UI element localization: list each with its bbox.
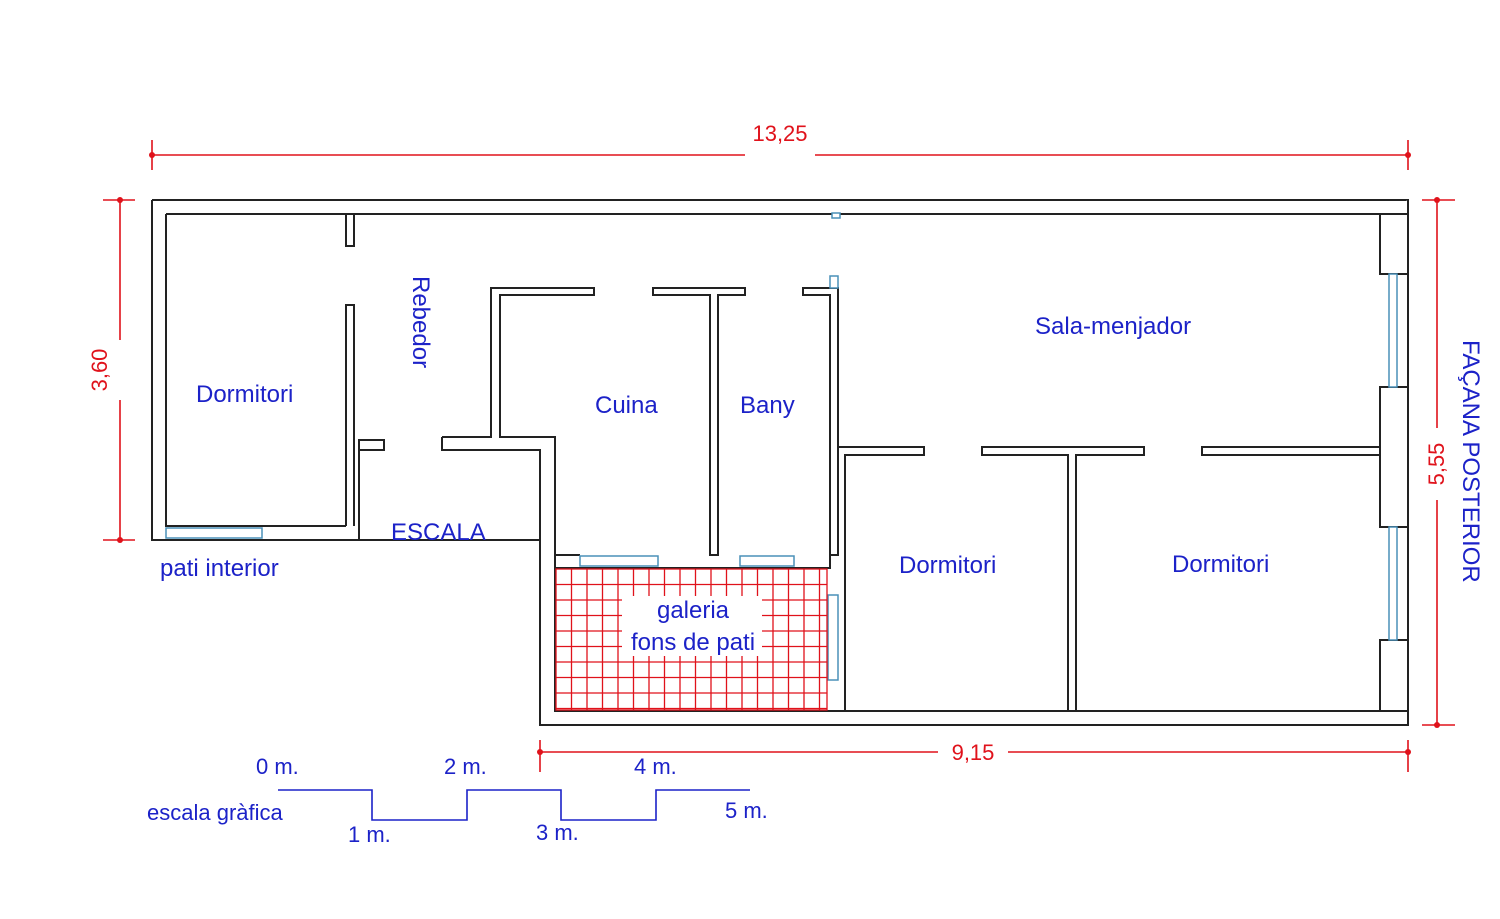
room-label-galeria: galeria <box>657 597 730 624</box>
scale-tick-2: 2 m. <box>444 754 487 779</box>
scale-bar <box>278 789 750 821</box>
room-label-bany: Bany <box>740 392 795 419</box>
dim-label-right: 5,55 <box>1424 443 1449 486</box>
room-label-cuina: Cuina <box>595 392 658 419</box>
scale-tick-3: 3 m. <box>536 820 579 845</box>
interior-walls <box>441 200 1409 712</box>
room-label-pati-interior: pati interior <box>160 555 279 582</box>
window-pati <box>165 527 263 539</box>
room-label-fons-de-pati: fons de pati <box>631 629 755 656</box>
scale-bar-title: escala gràfica <box>147 800 284 825</box>
windows <box>165 273 1398 681</box>
room-label-dormitori-right: Dormitori <box>1172 551 1269 578</box>
dim-label-bottom: 9,15 <box>952 740 995 765</box>
room-label-escala: ESCALA <box>391 519 486 546</box>
facade-label: FAÇANA POSTERIOR <box>1457 340 1484 583</box>
window-facade-2 <box>1388 526 1398 641</box>
window-facade-1 <box>1388 273 1398 388</box>
dimension-lines <box>103 140 1455 772</box>
room-label-dormitori-left: Dormitori <box>196 381 293 408</box>
window-galeria <box>827 594 839 681</box>
room-label-sala-menjador: Sala-menjador <box>1035 313 1191 340</box>
room-label-dormitori-mid: Dormitori <box>899 552 996 579</box>
window-bany <box>739 555 795 567</box>
scale-tick-5: 5 m. <box>725 798 768 823</box>
dim-label-top: 13,25 <box>752 121 807 146</box>
dim-label-left: 3,60 <box>87 349 112 392</box>
scale-tick-1: 1 m. <box>348 822 391 847</box>
window-cuina <box>579 555 659 567</box>
room-label-rebedor: Rebedor <box>407 276 434 368</box>
scale-tick-4: 4 m. <box>634 754 677 779</box>
scale-tick-0: 0 m. <box>256 754 299 779</box>
